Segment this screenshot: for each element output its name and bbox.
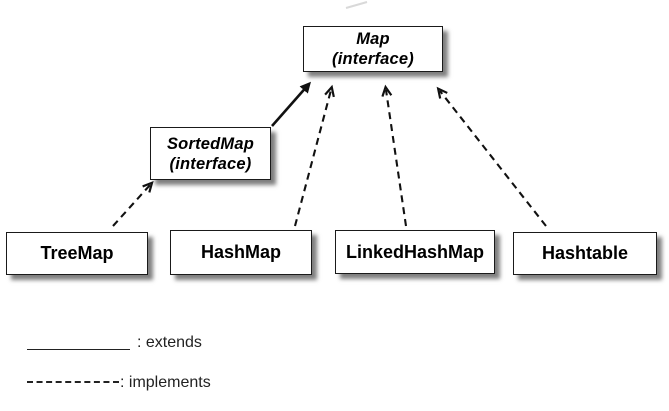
stray-artifact-line <box>345 1 368 9</box>
node-label: LinkedHashMap <box>345 241 485 262</box>
node-treemap: TreeMap <box>6 232 148 275</box>
legend-solid-line-sample <box>27 349 130 350</box>
edge-hashtable-implements-map <box>436 86 547 227</box>
node-sublabel: (interface) <box>332 50 414 68</box>
edge-treemap-implements-sortedmap <box>112 180 154 227</box>
node-label: HashMap <box>200 242 281 262</box>
node-linkedhashmap: LinkedHashMap <box>335 230 495 274</box>
node-label: Map <box>356 30 390 48</box>
node-label: Hashtable <box>541 243 629 263</box>
legend: : extends : implements <box>27 334 211 411</box>
legend-implements-label: : implements <box>120 374 211 391</box>
node-label: TreeMap <box>40 243 114 263</box>
legend-item-implements: : implements <box>27 374 211 392</box>
edge-linkedhashmap-implements-map <box>381 84 408 227</box>
node-map-interface: Map (interface) <box>303 26 443 72</box>
node-label: SortedMap <box>166 134 255 153</box>
edge-sortedmap-extends-map <box>271 81 311 127</box>
legend-extends-label: : extends <box>137 334 202 351</box>
legend-item-extends: : extends <box>27 334 211 352</box>
edge-hashmap-implements-map <box>293 84 335 227</box>
legend-dashed-line-sample <box>27 381 119 383</box>
node-hashmap: HashMap <box>170 230 312 275</box>
node-hashtable: Hashtable <box>513 232 657 275</box>
node-sortedmap-interface: SortedMap (interface) <box>150 127 271 180</box>
node-sublabel: (interface) <box>169 154 252 173</box>
